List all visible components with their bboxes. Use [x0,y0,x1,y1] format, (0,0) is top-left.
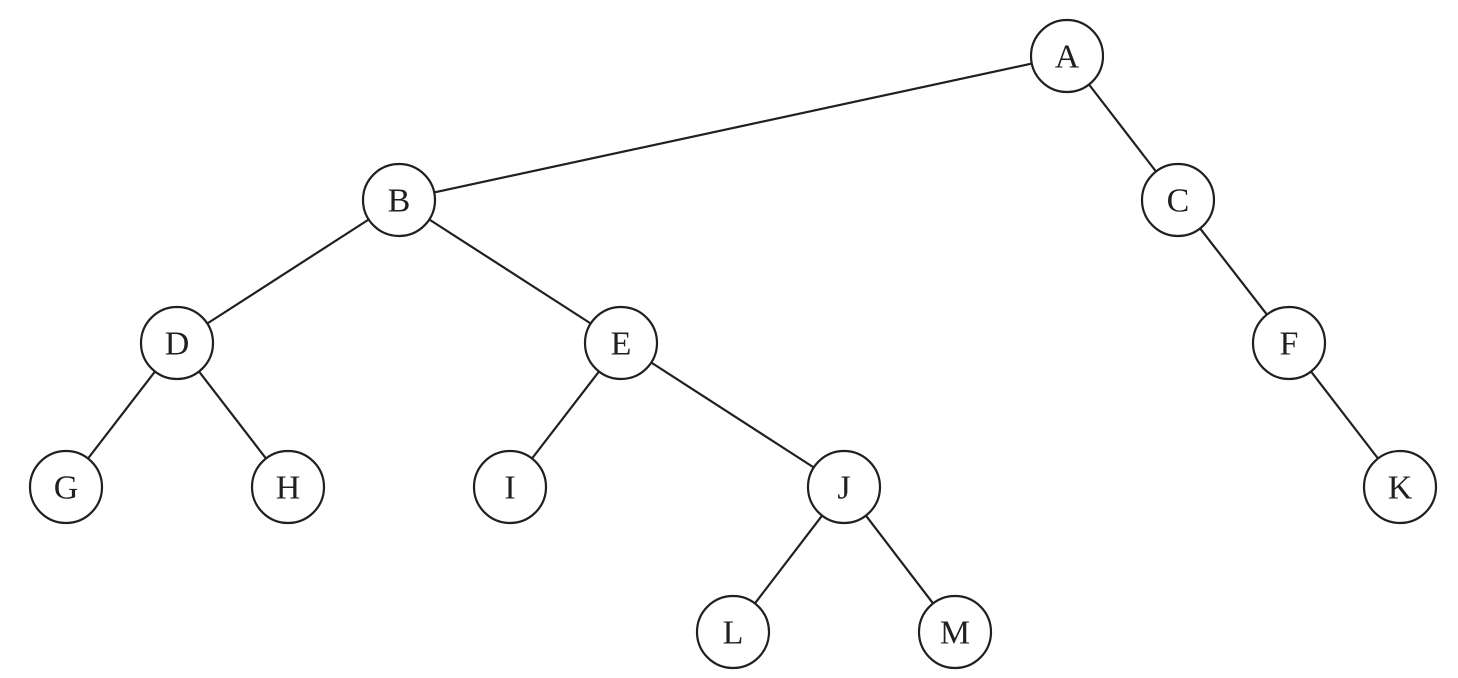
node-label: M [940,615,970,652]
node-circle [250,449,326,525]
node-label: D [165,326,190,363]
edge-c-f [1199,227,1268,316]
node-i: I [472,449,548,525]
edge-e-j [650,361,815,469]
edge-b-d [206,218,370,325]
node-label: I [504,470,515,507]
node-e: E [583,305,659,381]
node-m: M [917,594,993,670]
node-circle [1029,18,1105,94]
node-circle [472,449,548,525]
node-circle [1362,449,1438,525]
node-circle [695,594,771,670]
tree-edges [87,62,1379,605]
edge-d-h [198,370,267,460]
node-label: E [611,326,632,363]
edge-j-m [865,514,934,605]
node-a: A [1029,18,1105,94]
node-circle [361,162,437,238]
edge-a-b [433,62,1033,194]
node-label: J [837,470,850,507]
node-label: A [1055,39,1080,76]
node-label: F [1280,326,1299,363]
node-l: L [695,594,771,670]
edge-b-e [428,218,592,325]
node-label: K [1388,470,1413,507]
node-circle [1251,305,1327,381]
node-g: G [28,449,104,525]
node-circle [1140,162,1216,238]
node-label: H [276,470,301,507]
node-label: B [388,183,411,220]
node-circle [139,305,215,381]
node-circle [917,594,993,670]
tree-nodes: A B C D E F G H I J K L M [28,18,1438,670]
edge-j-l [754,514,823,605]
edge-e-i [531,370,600,460]
node-label: G [54,470,79,507]
node-k: K [1362,449,1438,525]
node-circle [583,305,659,381]
node-f: F [1251,305,1327,381]
node-j: J [806,449,882,525]
node-d: D [139,305,215,381]
node-b: B [361,162,437,238]
edge-d-g [87,370,156,460]
node-c: C [1140,162,1216,238]
node-circle [806,449,882,525]
node-label: C [1167,183,1190,220]
edge-a-c [1088,83,1157,173]
edge-f-k [1310,370,1379,460]
node-label: L [723,615,744,652]
node-h: H [250,449,326,525]
node-circle [28,449,104,525]
